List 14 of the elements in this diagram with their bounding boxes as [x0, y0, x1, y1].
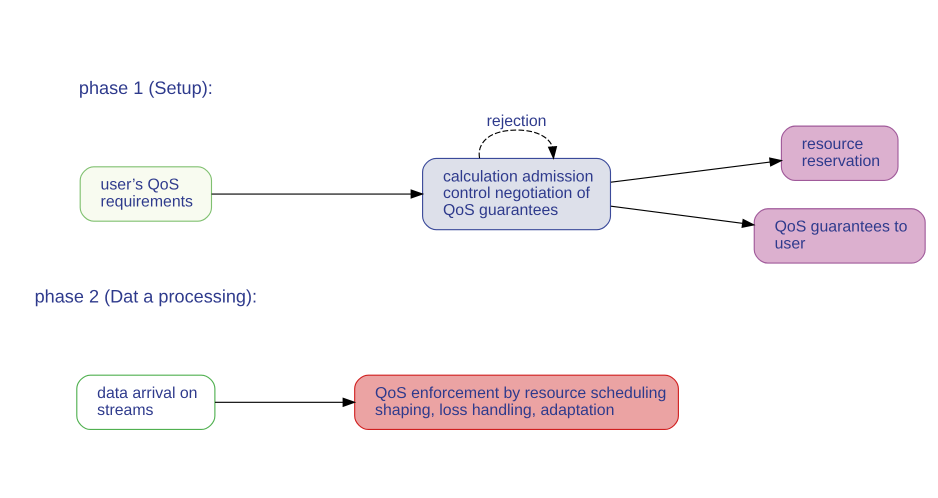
label: phase 2 (Dat a processing): [34, 286, 258, 306]
node-box: QoS guarantees to user [754, 208, 926, 264]
node-box: user’s QoS requirements [80, 166, 212, 222]
arrow [478, 129, 558, 160]
arrow [214, 397, 356, 407]
edge-label: rejection [486, 112, 546, 130]
arrow [610, 156, 784, 182]
node-box: resource reservation [780, 125, 899, 181]
node-box: calculation admission control negotiation of QoS guarantees [422, 157, 612, 230]
node-box: data arrival on streams [76, 374, 216, 430]
arrow [610, 205, 756, 228]
arrow [212, 188, 424, 198]
label: phase 1 (Setup): [78, 78, 213, 98]
node-box: QoS enforcement by resource scheduling shaping, loss handling, adaptation [354, 374, 679, 430]
